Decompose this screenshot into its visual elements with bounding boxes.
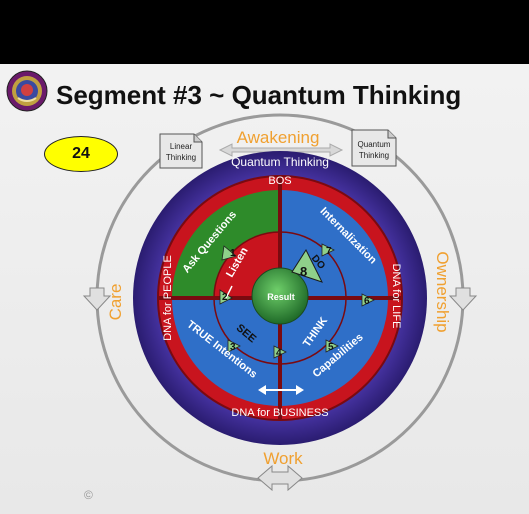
linear-thinking-note: Linear Thinking xyxy=(159,133,203,169)
step-8: 8 xyxy=(300,264,307,279)
awakening-label: Awakening xyxy=(237,128,320,147)
work-label: Work xyxy=(263,449,303,468)
result-label: Result xyxy=(267,292,295,302)
right-down-arrow xyxy=(448,287,478,311)
svg-text:Thinking: Thinking xyxy=(166,153,196,162)
dna-people-label: DNA for PEOPLE xyxy=(162,255,174,341)
step-3: 3 xyxy=(230,342,236,353)
page-title: Segment #3 ~ Quantum Thinking xyxy=(56,80,462,110)
ownership-label: Ownership xyxy=(433,251,452,332)
step-7: 7 xyxy=(326,246,332,257)
step-8-triangle xyxy=(291,248,323,283)
quantum-thinking-note: Quantum Thinking xyxy=(351,129,397,167)
step-6: 6 xyxy=(364,296,370,307)
step-4: 4 xyxy=(276,348,282,359)
step-5: 5 xyxy=(328,342,334,353)
svg-text:Thinking: Thinking xyxy=(359,151,389,160)
copyright-mark: © xyxy=(84,488,93,502)
step-1: 1 xyxy=(230,248,236,259)
left-down-arrow xyxy=(82,287,112,311)
result-center xyxy=(251,267,309,325)
svg-text:Linear: Linear xyxy=(170,142,193,151)
top-double-arrow xyxy=(218,143,344,157)
slide-number-badge: 24 xyxy=(44,136,118,172)
logo-emblem xyxy=(6,70,48,112)
inner-bottom-arrow xyxy=(258,385,304,395)
quantum-thinking-ring-label: Quantum Thinking xyxy=(231,155,329,169)
dna-business-label: DNA for BUSINESS xyxy=(231,407,328,419)
bottom-double-arrow xyxy=(257,464,303,492)
care-label: Care xyxy=(106,284,125,321)
dna-life-label: DNA for LIFE xyxy=(390,264,402,329)
bos-label: BOS xyxy=(268,175,291,187)
step-2: 2 xyxy=(222,292,228,303)
svg-text:Quantum: Quantum xyxy=(358,140,391,149)
